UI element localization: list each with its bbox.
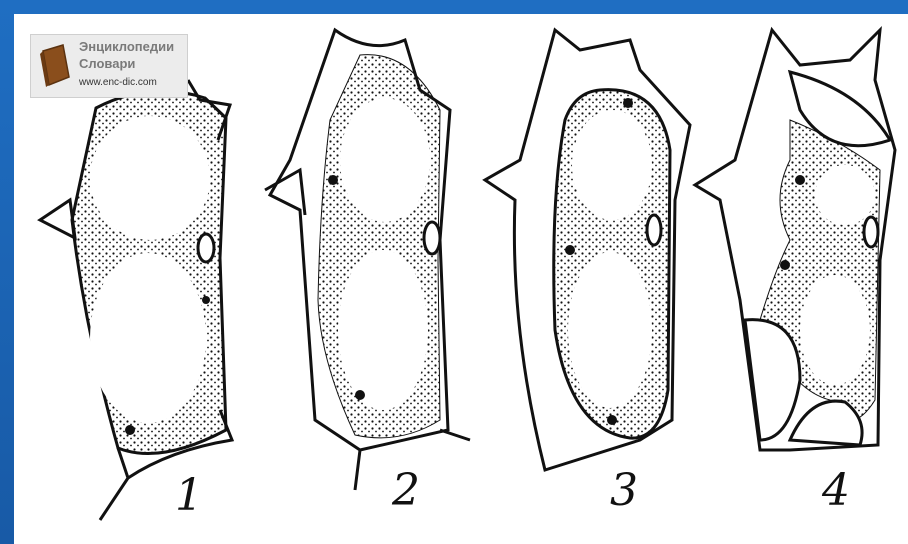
figure-label-2: 2 bbox=[391, 465, 420, 516]
cell-2-chloroplast bbox=[328, 175, 338, 185]
cell-1-corner-left bbox=[40, 200, 75, 238]
cell-2-nucleus bbox=[424, 222, 440, 254]
encyclopedia-watermark-logo: Энциклопедии Словари www.enc-dic.com bbox=[30, 34, 188, 98]
figure-label-3: 3 bbox=[610, 465, 638, 516]
cell-4-vacuole-top bbox=[815, 165, 875, 225]
cell-3-vacuole-top bbox=[572, 110, 652, 220]
cell-4-nucleus bbox=[864, 217, 878, 247]
cell-1-vacuole-top bbox=[90, 116, 210, 240]
cell-3-chloroplast bbox=[623, 98, 633, 108]
cell-3 bbox=[485, 30, 690, 470]
cell-3-chloroplast bbox=[565, 245, 575, 255]
cell-1-vacuole-bottom bbox=[90, 253, 206, 423]
cell-4-chloroplast bbox=[780, 260, 790, 270]
cell-2 bbox=[265, 30, 470, 490]
book-icon bbox=[37, 41, 73, 91]
cell-1-chloroplast bbox=[125, 425, 135, 435]
cell-2-vacuole-bottom bbox=[338, 250, 428, 410]
cell-1-chloroplast bbox=[202, 296, 210, 304]
cell-1 bbox=[40, 80, 232, 520]
cell-4-chloroplast bbox=[795, 175, 805, 185]
figure-label-1: 1 bbox=[175, 470, 203, 521]
figure-label-4: 4 bbox=[821, 465, 850, 516]
cell-2-vacuole-top bbox=[340, 98, 430, 222]
logo-title-line: Энциклопедии bbox=[79, 39, 174, 54]
logo-subtitle-line: Словари bbox=[79, 56, 135, 71]
cell-3-chloroplast bbox=[607, 415, 617, 425]
cell-4 bbox=[695, 30, 895, 450]
cell-2-chloroplast bbox=[355, 390, 365, 400]
cell-4-vacuole-bottom bbox=[800, 275, 870, 385]
cell-3-nucleus bbox=[647, 215, 661, 245]
logo-url: www.enc-dic.com bbox=[79, 77, 157, 88]
cell-3-vacuole-bottom bbox=[568, 252, 652, 408]
cell-1-nucleus bbox=[198, 234, 214, 262]
